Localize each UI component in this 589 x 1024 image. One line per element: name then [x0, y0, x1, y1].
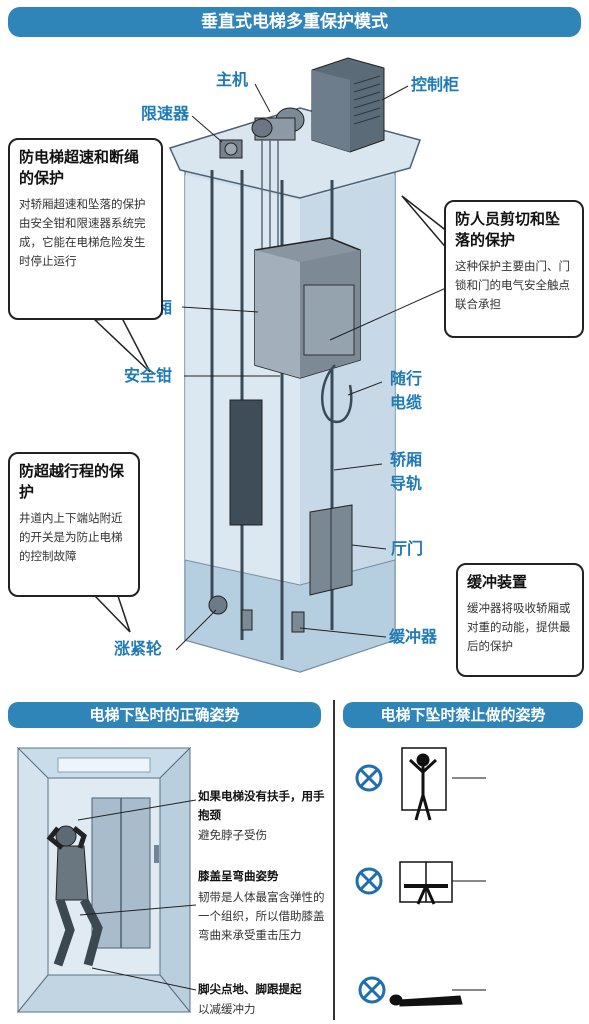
callout-overtravel-text: 井道内上下端站附近的开关是为防止电梯的控制故障: [19, 511, 123, 563]
traveling-cable-shape: [320, 364, 353, 424]
label-landing-door: 厅门: [391, 539, 424, 558]
correct-posture-title: 电梯下坠时的正确姿势: [89, 706, 240, 724]
callout-buffer-device-title: 缓冲装置: [467, 573, 528, 591]
interior-floor: [16, 974, 192, 1013]
speed-governor-shape: [219, 139, 243, 159]
shaft-pit: [184, 559, 396, 673]
tip2-text: 韧带是人体最富含弹性的一个组织，所以借助膝盖弯曲来承受重击压力: [198, 890, 325, 942]
label-car-rail: 轿厢导轨: [390, 450, 423, 493]
label-tension-wheel: 涨紧轮: [114, 639, 163, 658]
forbidden-pose-lying: [389, 989, 486, 1007]
prohibit-icon: [358, 976, 386, 1004]
prohibit-icon: [355, 867, 383, 895]
callout-overspeed-text: 对轿厢超速和坠落的保护由安全钳和限速器系统完成，它能在电梯危险发生时停止运行: [19, 197, 146, 268]
elevator-illustration: [93, 57, 449, 673]
person-figure: [46, 825, 103, 967]
tip1-title: 如果电梯没有扶手，用手抱颈: [198, 789, 325, 822]
counterweight-shape: [229, 399, 263, 526]
elevator-car-shape: [254, 237, 361, 379]
control-cabinet-shape: [311, 57, 385, 153]
correct-posture-banner: 电梯下坠时的正确姿势: [8, 702, 321, 728]
tip1-text: 避免脖子受伤: [198, 828, 267, 842]
forbidden-posture-title: 电梯下坠时禁止做的姿势: [380, 706, 546, 724]
main-motor-shape: [251, 107, 305, 141]
interior-right-wall: [159, 746, 191, 1014]
label-control-cabinet: 控制柜: [411, 75, 460, 94]
callout-shear-title: 防人员剪切和坠落的保护: [455, 210, 561, 249]
page-title: 垂直式电梯多重保护模式: [201, 12, 388, 32]
callout-overspeed: 防电梯超速和断绳的保护 对轿厢超速和坠落的保护由安全钳和限速器系统完成，它能在电…: [8, 138, 163, 320]
callout-buffer-device: 缓冲装置 缓冲器将吸收轿厢或对重的动能，提供最后的保护: [456, 563, 584, 677]
landing-door-shape: [309, 504, 353, 596]
callout-shear: 防人员剪切和坠落的保护 这种保护主要由门、门锁和门的电气安全触点联合承担: [444, 200, 584, 338]
tip2-title: 膝盖呈弯曲姿势: [198, 869, 279, 883]
call-panel: [154, 845, 159, 863]
callout-shear-text: 这种保护主要由门、门锁和门的电气安全触点联合承担: [455, 259, 570, 311]
interior-back-wall: [47, 777, 161, 976]
label-speed-governor: 限速器: [141, 104, 190, 123]
label-traveling-cable: 随行电缆: [390, 369, 423, 412]
prohibit-icon: [355, 764, 383, 792]
tip3-text: 以减缓冲力: [198, 1002, 256, 1016]
buffer-shape: [291, 611, 305, 633]
callout-overtravel-title: 防超越行程的保护: [19, 462, 125, 501]
tip3-title: 脚尖点地、脚跟提起: [198, 982, 302, 996]
elevator-doors: [91, 797, 151, 949]
tension-wheel-shape: [208, 595, 228, 615]
forbidden-pose-standing: [401, 747, 486, 821]
label-main-motor: 主机: [216, 70, 249, 89]
label-safety-gear: 安全钳: [124, 366, 173, 385]
interior-ceiling: [16, 747, 192, 779]
forbidden-posture-banner: 电梯下坠时禁止做的姿势: [343, 702, 583, 728]
section-divider: [333, 700, 335, 1020]
forbidden-pose-bracing: [399, 861, 486, 905]
interior-left-wall: [17, 746, 49, 1014]
callout-overtravel: 防超越行程的保护 井道内上下端站附近的开关是为防止电梯的控制故障: [8, 452, 140, 597]
callout-overspeed-title: 防电梯超速和断绳的保护: [19, 148, 140, 187]
page-title-banner: 垂直式电梯多重保护模式: [8, 7, 581, 37]
callout-buffer-device-text: 缓冲器将吸收轿厢或对重的动能，提供最后的保护: [467, 601, 571, 653]
label-buffer: 缓冲器: [389, 627, 438, 646]
